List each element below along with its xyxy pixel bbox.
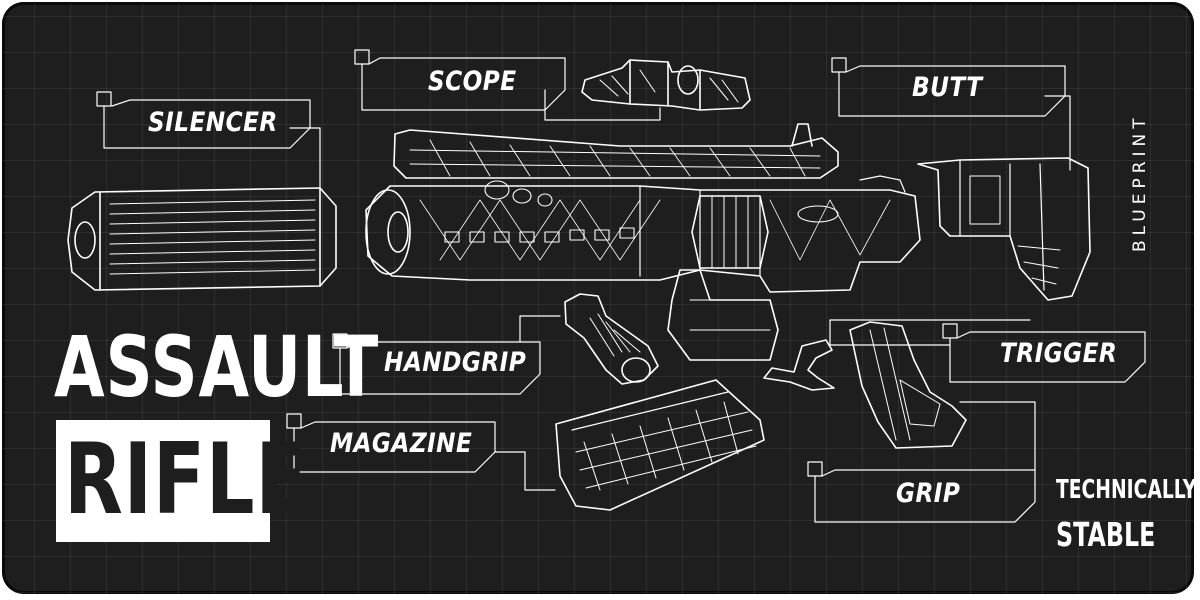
brand-line-2: STABLE (1056, 515, 1156, 554)
label-frames (96, 49, 1146, 523)
buttstock-drawing (917, 157, 1091, 301)
title-line-2: RIFLE (64, 423, 309, 537)
title-line-1: ASSAULT (54, 318, 380, 416)
label-trigger: TRIGGER (1000, 338, 1118, 369)
label-butt: BUTT (912, 72, 983, 103)
blueprint-vertical-text: BLUEPRINT (1130, 113, 1150, 252)
rifle-body-drawing (365, 123, 921, 361)
label-silencer: SILENCER (148, 107, 278, 138)
magazine-drawing (555, 379, 765, 511)
silencer-drawing (67, 187, 337, 291)
scope-drawing (581, 59, 751, 111)
handgrip-drawing (564, 293, 659, 385)
pistol-grip-drawing (849, 321, 967, 449)
label-handgrip: HANDGRIP (384, 347, 527, 378)
title-highlight-box (56, 420, 270, 542)
label-magazine: MAGAZINE (330, 428, 473, 459)
trigger-drawing (763, 339, 835, 391)
label-scope: SCOPE (428, 66, 517, 97)
label-grip: GRIP (896, 478, 961, 509)
brand-line-1: TECHNICALLY (1056, 475, 1197, 505)
